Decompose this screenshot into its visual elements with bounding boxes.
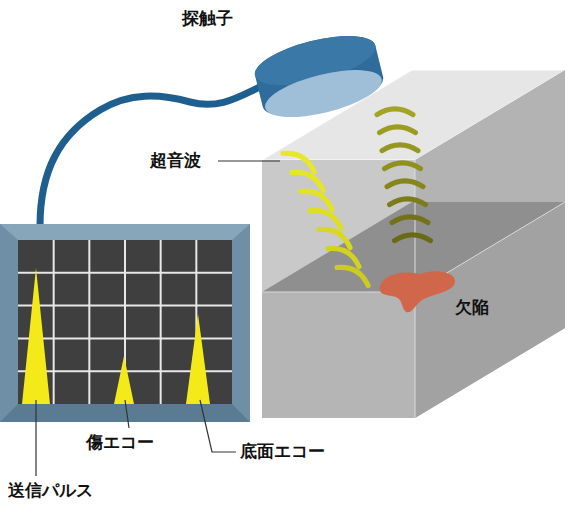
flaw-echo-peak [114,356,134,404]
wave-arc [392,217,428,223]
wave-arc [292,167,326,191]
leader-lines [36,161,280,476]
probe-cable [40,86,262,226]
wave-arc [385,163,421,169]
wave-arc [283,148,317,172]
test-block [262,70,565,418]
ultrasonic-waves [283,109,431,286]
monitor [0,224,250,422]
defect-label: 欠陥 [455,297,489,317]
wave-arc [395,235,431,241]
grid-line [18,272,232,274]
wave-arc [387,181,423,187]
wave-arc [380,127,416,133]
grid-line [88,240,90,404]
back-echo-label: 底面エコー [240,441,325,461]
grid-line [53,240,55,404]
defect [380,271,456,312]
grid-line [18,305,232,307]
wave-arc [377,109,413,115]
wave-arc [382,145,418,151]
wave-arc [337,262,371,286]
grid-line [160,240,162,404]
pulse-label: 送信パルス [8,480,93,500]
wave-arc [301,186,335,210]
probe-label: 探触子 [182,8,233,28]
flaw-echo-label: 傷エコー [86,432,154,452]
transmit-pulse-peak [22,268,50,404]
probe [250,26,388,127]
back-echo-peak [186,314,210,404]
wave-arc [328,243,362,267]
wave-label: 超音波 [150,150,201,170]
wave-arc [319,224,353,248]
wave-arc [390,199,426,205]
wave-arc [310,205,344,229]
